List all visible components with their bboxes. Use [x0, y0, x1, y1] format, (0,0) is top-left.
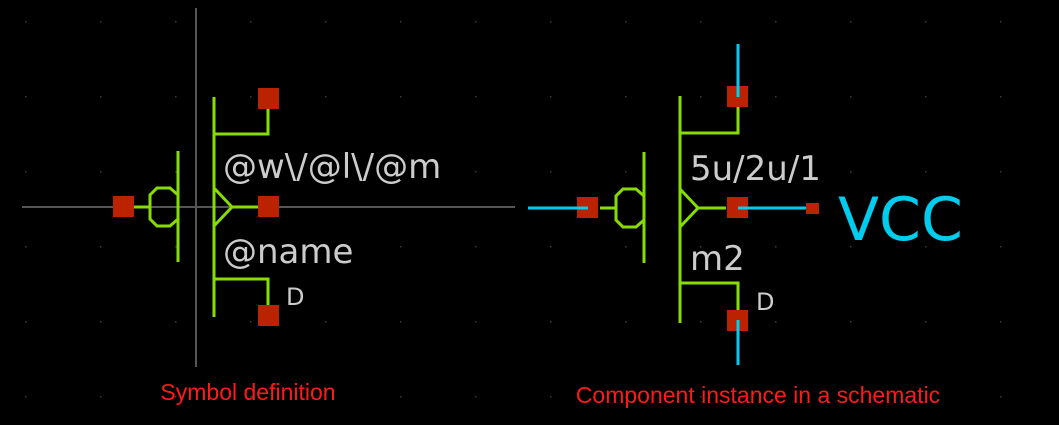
pmos-instance[interactable]: 5u/2u/1 m2 D: [528, 44, 821, 365]
gate-bubble-icon: [148, 186, 180, 228]
symbol-caption: Symbol definition: [160, 379, 335, 405]
drain-lead-bottom: [680, 281, 740, 311]
drain-lead-top: [214, 106, 270, 136]
name-template-text: @name: [223, 232, 353, 272]
pin-gate[interactable]: [113, 196, 134, 217]
drain-lead-top: [680, 107, 740, 135]
pin-label-d: D: [756, 288, 774, 316]
instance-name-text: m2: [690, 239, 745, 279]
gate-bubble-icon: [614, 187, 646, 229]
net-label-vcc[interactable]: VCC: [838, 185, 963, 255]
instance-caption: Component instance in a schematic: [576, 382, 940, 408]
pin-body[interactable]: [727, 197, 748, 218]
instance-attr-text: 5u/2u/1: [690, 149, 821, 189]
pin-body[interactable]: [258, 196, 279, 217]
pin-top[interactable]: [258, 88, 279, 109]
drain-lead-bottom: [214, 277, 270, 306]
pmos-symbol-definition[interactable]: @w\/@l\/@m @name D: [113, 88, 441, 326]
pin-label-d: D: [286, 283, 304, 311]
attr-template-text: @w\/@l\/@m: [223, 147, 441, 187]
net-label-pin[interactable]: [806, 203, 819, 214]
pin-drain[interactable]: [258, 305, 279, 326]
